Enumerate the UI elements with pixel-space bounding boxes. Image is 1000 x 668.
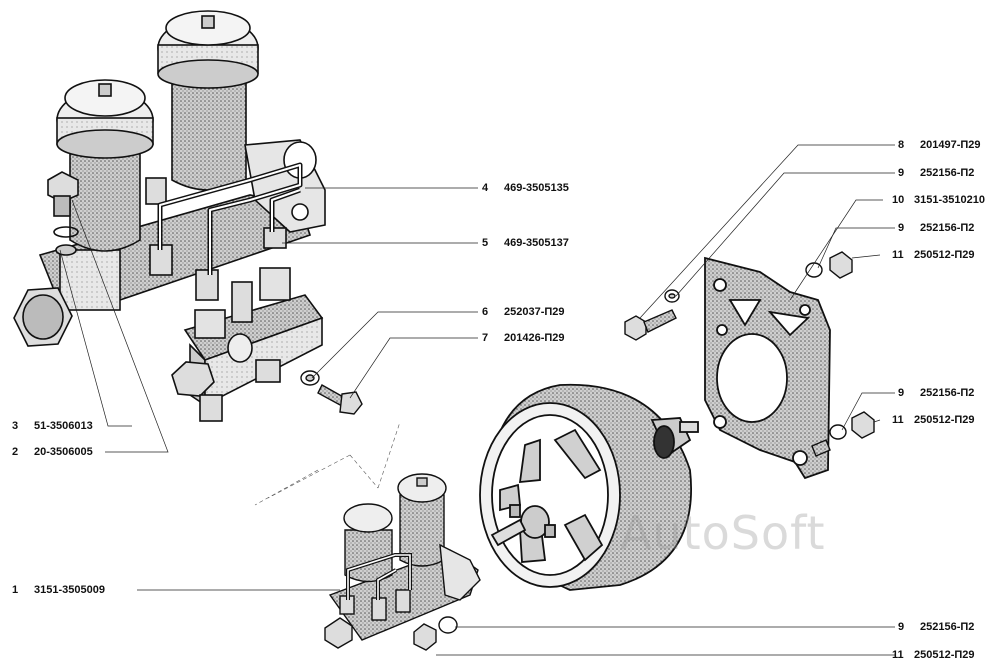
- master-cylinder-assembly-small: [324, 473, 481, 651]
- vacuum-brake-booster: [479, 383, 699, 591]
- booster-mounting-bracket: [704, 256, 831, 480]
- brake-tee-block: [171, 267, 324, 422]
- assembly-reference-lines: [254, 421, 401, 506]
- leader-lines: [59, 144, 895, 656]
- watermark: AutoSoft: [620, 506, 826, 560]
- bracket-fasteners: [624, 251, 875, 457]
- washer-and-bolt: [300, 370, 363, 415]
- master-cylinder-large: [13, 10, 326, 347]
